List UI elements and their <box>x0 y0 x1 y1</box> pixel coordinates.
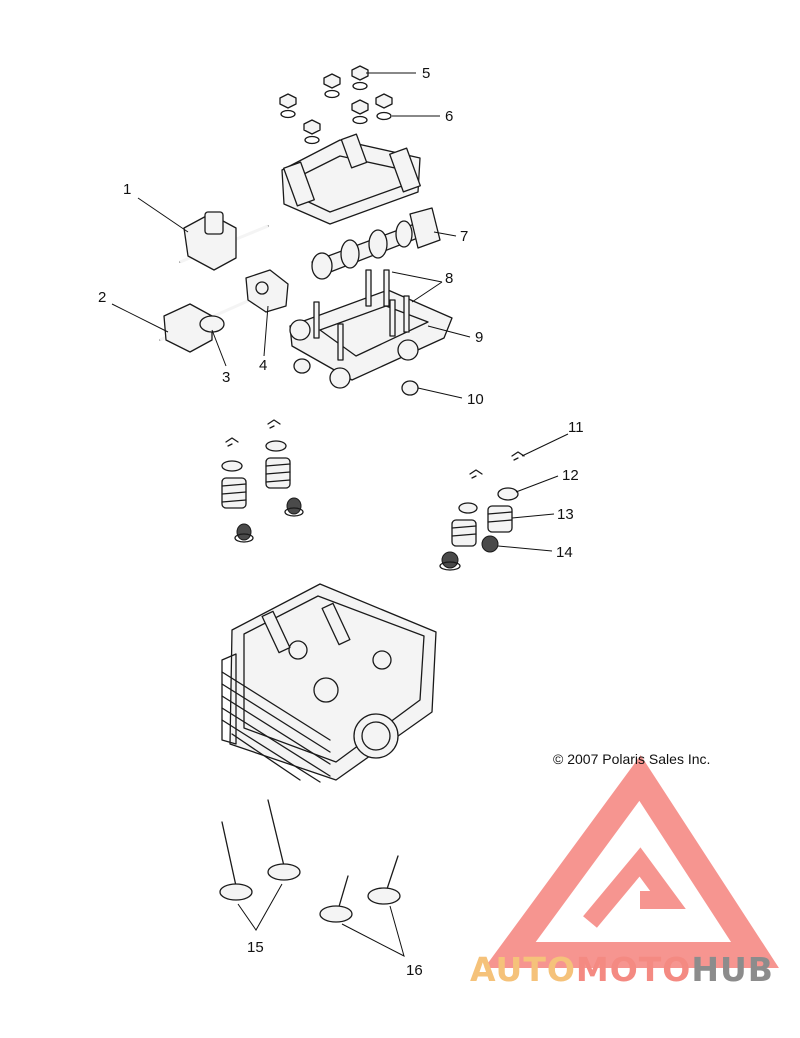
washer-part <box>280 81 392 145</box>
callout-7: 7 <box>460 228 468 245</box>
callout-labels: 1 2 3 4 5 6 7 8 9 10 11 12 13 14 15 16 <box>98 65 584 979</box>
valve-spring-left-group <box>221 419 304 543</box>
nut-washer-group <box>279 65 393 145</box>
brand-auto: AUTO <box>470 950 576 989</box>
cam-carrier-part <box>289 269 453 389</box>
brand-hub: HUB <box>691 950 774 989</box>
cylinder-head-part <box>221 583 437 783</box>
watermark-logo <box>484 755 779 968</box>
callout-13: 13 <box>557 506 574 523</box>
callout-8: 8 <box>445 270 453 287</box>
callout-15: 15 <box>247 939 264 956</box>
intake-valve-part <box>219 799 301 901</box>
spring-part <box>221 457 291 509</box>
rocker-support-part <box>281 133 421 225</box>
rocker-arm-4-part <box>245 269 289 313</box>
cooling-fins <box>221 653 331 783</box>
callout-4: 4 <box>259 357 267 374</box>
callout-16: 16 <box>406 962 423 979</box>
callout-12: 12 <box>562 467 579 484</box>
callout-9: 9 <box>475 329 483 346</box>
brand-wordmark: AUTOMOTOHUB <box>470 950 774 989</box>
copyright-notice: © 2007 Polaris Sales Inc. <box>553 751 711 767</box>
rocker-arm-2-part <box>159 298 251 353</box>
spring-part <box>451 505 513 547</box>
callout-6: 6 <box>445 108 453 125</box>
stud-part <box>313 269 410 361</box>
nut-part <box>279 65 393 135</box>
callout-10: 10 <box>467 391 484 408</box>
rocker-arm-1-part <box>179 211 269 271</box>
valve-seal-part <box>234 497 304 543</box>
exhaust-valve-part <box>319 855 401 923</box>
callout-1: 1 <box>123 181 131 198</box>
callout-3: 3 <box>222 369 230 386</box>
camshaft-part <box>311 207 441 280</box>
brand-moto: MOTO <box>575 950 692 989</box>
callout-11: 11 <box>568 419 584 436</box>
valve-spring-right-group <box>439 451 525 571</box>
callout-2: 2 <box>98 289 106 306</box>
valve-seal-part <box>439 535 499 571</box>
leader-lines <box>111 72 569 957</box>
callout-14: 14 <box>556 544 573 561</box>
callout-5: 5 <box>422 65 430 82</box>
dowel-part <box>293 358 419 396</box>
